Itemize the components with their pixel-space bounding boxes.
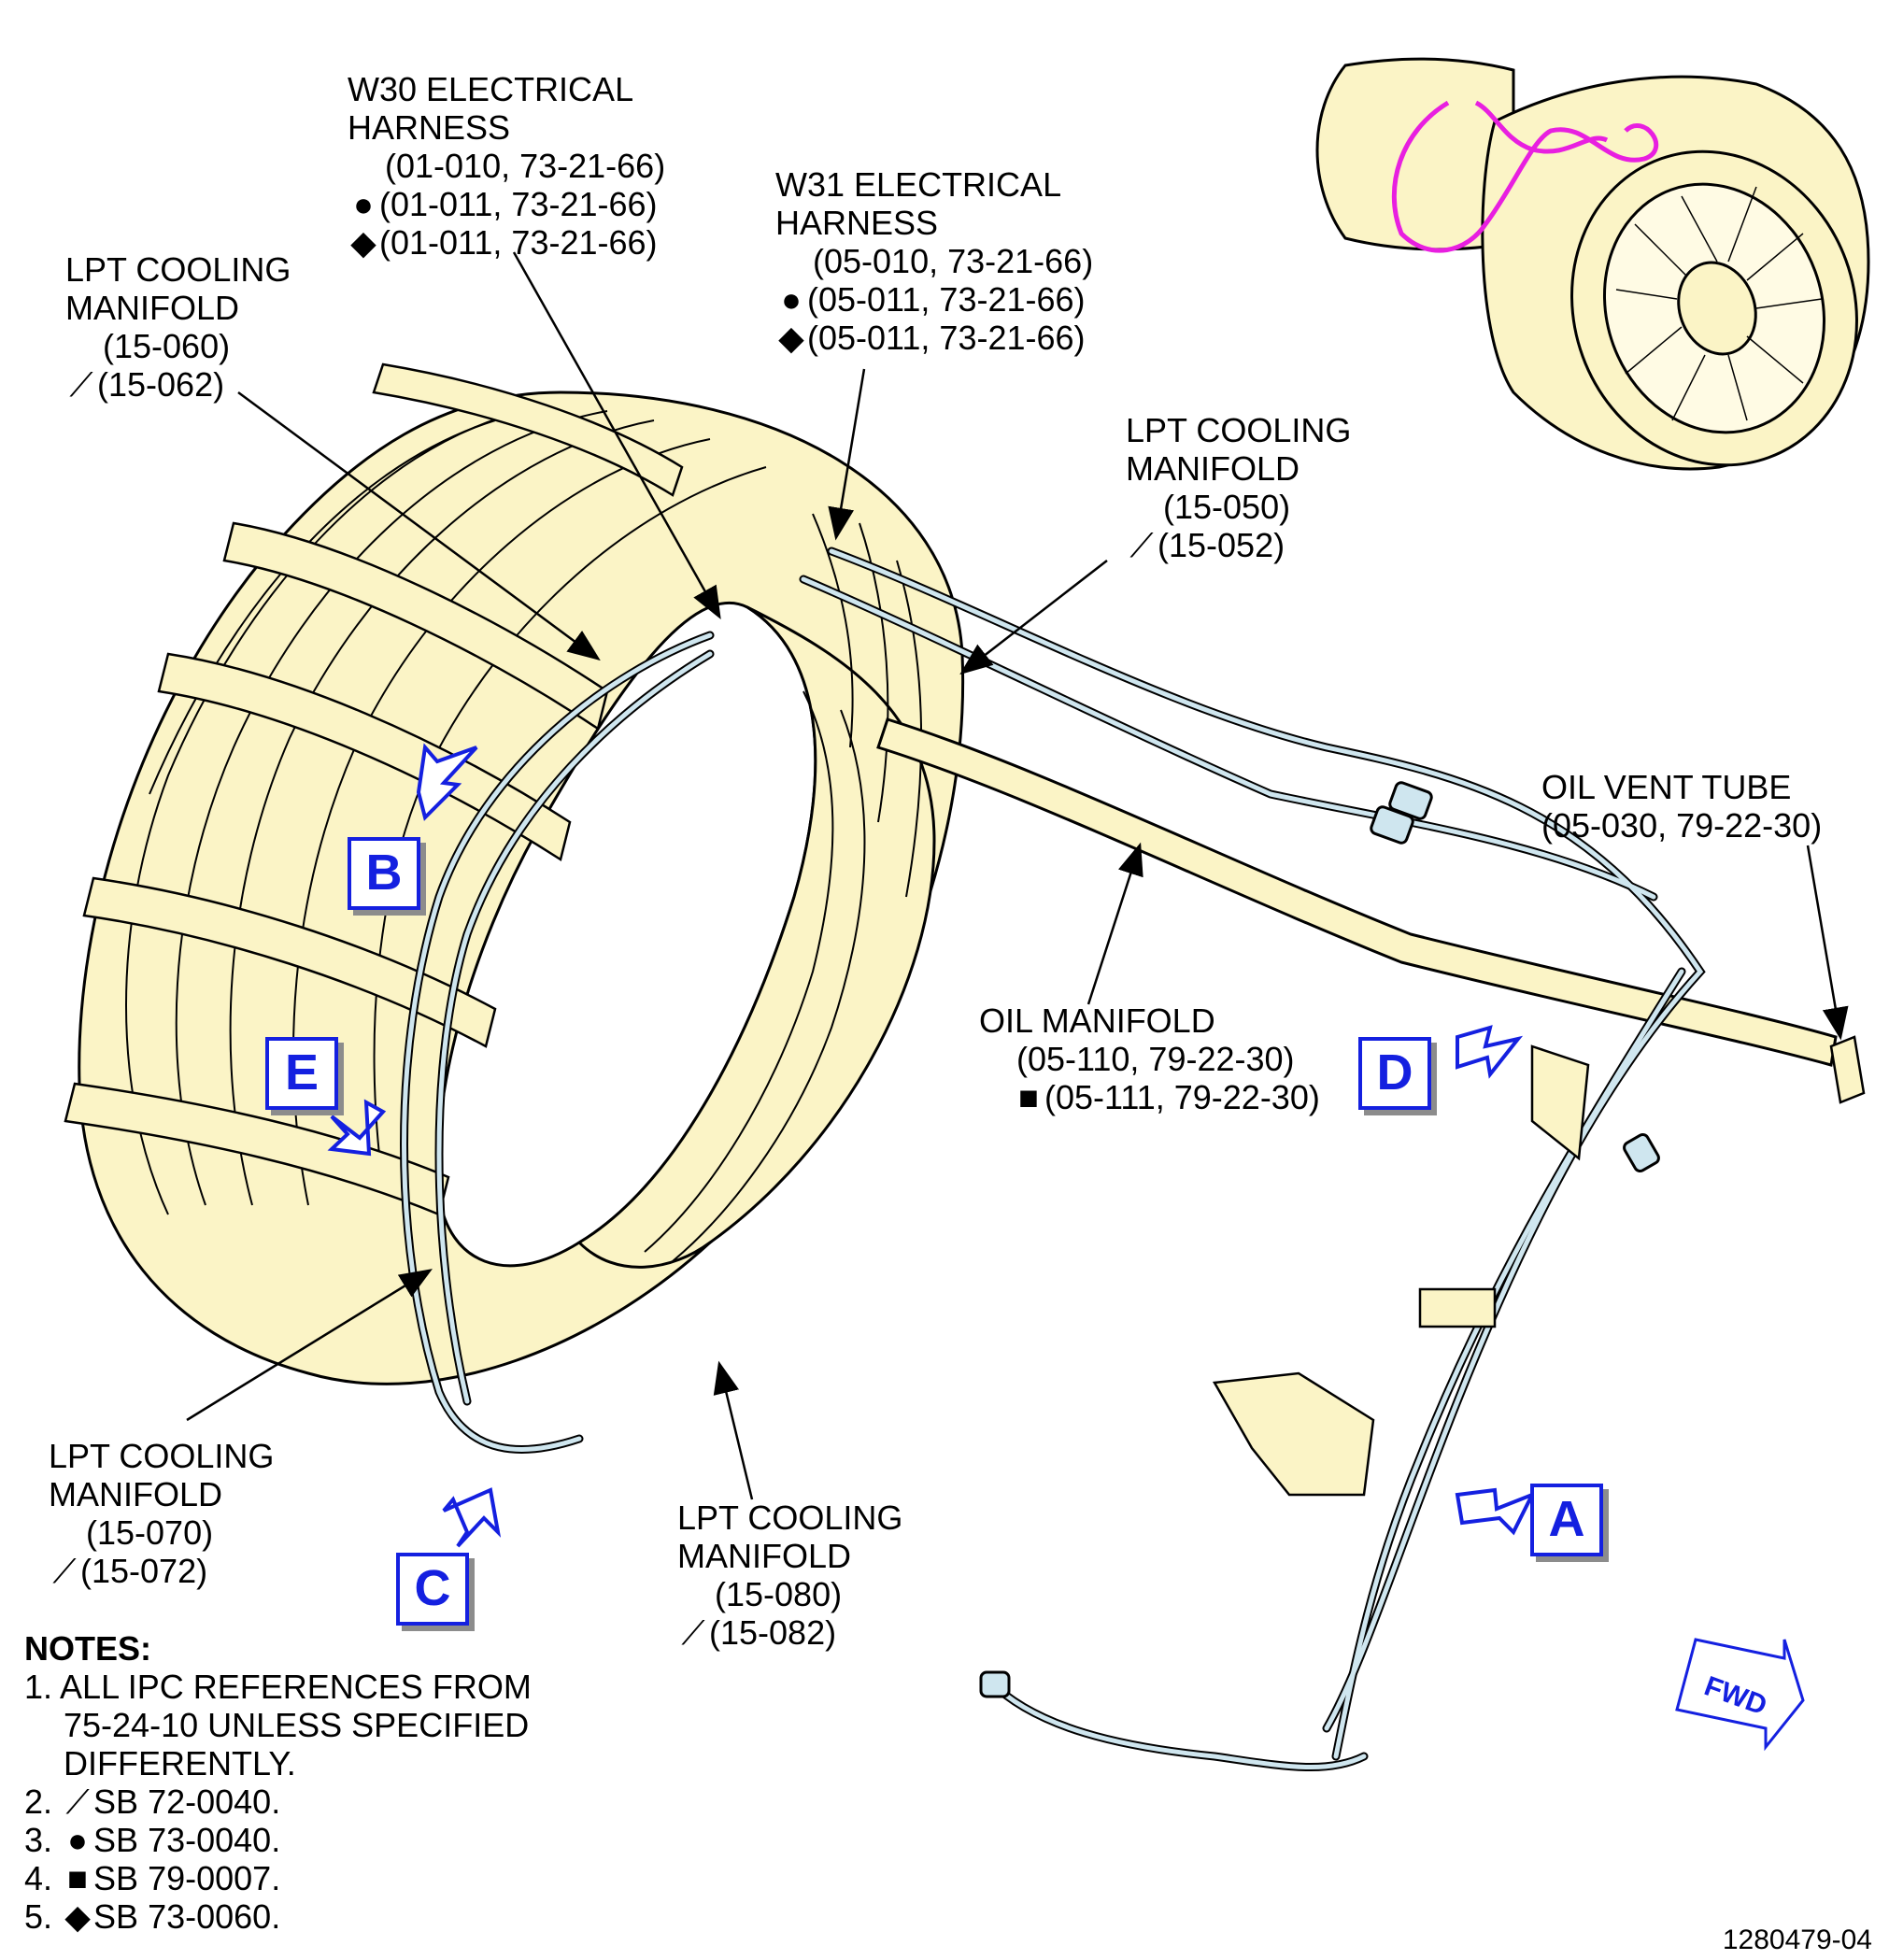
lpt-080-title: LPT COOLING (677, 1498, 903, 1537)
lpt-070-ref-2: (15-072) (80, 1552, 208, 1590)
oil-manifold-ref-1: (05-110, 79-22-30) (1016, 1040, 1295, 1078)
lpt-060-title: LPT COOLING (65, 250, 291, 289)
view-marker-c[interactable]: C (396, 1553, 469, 1626)
fwd-arrow: FWD (1675, 1638, 1805, 1752)
triangle-flag-symbol-icon: ⟋ (69, 365, 93, 404)
figure-number: 1280479-04 (1722, 1924, 1872, 1955)
w31-title: W31 ELECTRICAL (775, 165, 1062, 204)
w30-harness-label: W30 ELECTRICAL HARNESS (01-010, 73-21-66… (348, 70, 665, 262)
w30-ref-3: (01-011, 73-21-66) (379, 223, 658, 262)
view-marker-d[interactable]: D (1358, 1037, 1431, 1110)
lpt-case (78, 391, 965, 1385)
w30-subtitle: HARNESS (348, 108, 511, 147)
lpt-080-subtitle: MANIFOLD (677, 1537, 852, 1575)
w31-subtitle: HARNESS (775, 204, 939, 242)
w31-ref-2: (05-011, 73-21-66) (807, 280, 1086, 319)
triangle-flag-symbol-icon: ⟋ (65, 1782, 90, 1821)
lpt-cooling-manifold-070-label: LPT COOLING MANIFOLD (15-070) ⟋(15-072) (49, 1437, 274, 1590)
case-ribs (125, 410, 922, 1262)
lpt-060-ref-2: (15-062) (97, 365, 225, 404)
oil-vent-ref: (05-030, 79-22-30) (1541, 806, 1823, 845)
triangle-flag-symbol-icon: ⟋ (1129, 526, 1154, 564)
lpt-050-title: LPT COOLING (1126, 411, 1352, 449)
diamond-symbol-icon: ◆ (778, 319, 804, 357)
view-marker-b[interactable]: B (348, 837, 420, 910)
lpt-cooling-manifold-050-label: LPT COOLING MANIFOLD (15-050) ⟋(15-052) (1126, 411, 1351, 564)
lpt-cooling-manifold-060-label: LPT COOLING MANIFOLD (15-060) ⟋(15-062) (65, 250, 291, 404)
oil-manifold-label: OIL MANIFOLD (05-110, 79-22-30) ■(05-111… (979, 1001, 1320, 1116)
note-2: 2. ⟋SB 72-0040. (24, 1782, 281, 1821)
circle-symbol-icon: ● (781, 280, 802, 319)
electrical-harness-lines (400, 547, 1706, 1771)
harness-connectors (979, 781, 1660, 1698)
w31-harness-label: W31 ELECTRICAL HARNESS (05-010, 73-21-66… (775, 165, 1093, 357)
w30-ref-1: (01-010, 73-21-66) (385, 147, 666, 185)
diamond-symbol-icon: ◆ (350, 223, 376, 262)
lpt-060-subtitle: MANIFOLD (65, 289, 240, 327)
notes-heading: NOTES: (24, 1629, 152, 1668)
lpt-070-ref-1: (15-070) (86, 1513, 214, 1552)
lpt-070-subtitle: MANIFOLD (49, 1475, 223, 1513)
oil-vent-tube-label: OIL VENT TUBE (05-030, 79-22-30) (1541, 768, 1822, 845)
triangle-flag-symbol-icon: ⟋ (52, 1552, 77, 1590)
note-5: 5. ◆SB 73-0060. (24, 1897, 281, 1936)
cooling-manifold-tubes (64, 362, 684, 1216)
view-marker-e[interactable]: E (265, 1037, 338, 1110)
square-symbol-icon: ■ (1018, 1078, 1039, 1116)
w31-ref-3: (05-011, 73-21-66) (807, 319, 1086, 357)
lpt-080-ref-2: (15-082) (709, 1613, 837, 1652)
oil-vent-title: OIL VENT TUBE (1541, 768, 1792, 806)
lpt-050-subtitle: MANIFOLD (1126, 449, 1300, 488)
oil-manifold-ref-2: (05-111, 79-22-30) (1044, 1078, 1320, 1116)
view-marker-a[interactable]: A (1530, 1484, 1603, 1556)
lpt-080-ref-1: (15-080) (715, 1575, 843, 1613)
lpt-050-ref-2: (15-052) (1158, 526, 1285, 564)
w30-ref-2: (01-011, 73-21-66) (379, 185, 658, 223)
engine-locator-view (1315, 57, 1870, 471)
note-1-line-2: 75-24-10 UNLESS SPECIFIED (64, 1706, 530, 1744)
w31-ref-1: (05-010, 73-21-66) (813, 242, 1094, 280)
lpt-050-ref-1: (15-050) (1163, 488, 1291, 526)
square-symbol-icon: ■ (67, 1859, 88, 1897)
note-3: 3. ●SB 73-0040. (24, 1821, 281, 1859)
note-1: 1. ALL IPC REFERENCES FROM (24, 1668, 532, 1706)
oil-manifold-title: OIL MANIFOLD (979, 1001, 1215, 1040)
w30-title: W30 ELECTRICAL (348, 70, 634, 108)
leader-lines (186, 251, 1849, 1500)
lpt-cooling-manifold-080-label: LPT COOLING MANIFOLD (15-080) ⟋(15-082) (677, 1498, 902, 1652)
circle-symbol-icon: ● (67, 1821, 88, 1859)
note-1-line-3: DIFFERENTLY. (64, 1744, 296, 1782)
notes-block: NOTES: 1. ALL IPC REFERENCES FROM 75-24-… (24, 1629, 532, 1936)
diamond-symbol-icon: ◆ (64, 1897, 91, 1936)
circle-symbol-icon: ● (353, 185, 374, 223)
lpt-070-title: LPT COOLING (49, 1437, 275, 1475)
lpt-060-ref-1: (15-060) (103, 327, 231, 365)
view-direction-arrows (327, 743, 1537, 1548)
note-4: 4. ■SB 79-0007. (24, 1859, 281, 1897)
triangle-flag-symbol-icon: ⟋ (681, 1613, 705, 1652)
